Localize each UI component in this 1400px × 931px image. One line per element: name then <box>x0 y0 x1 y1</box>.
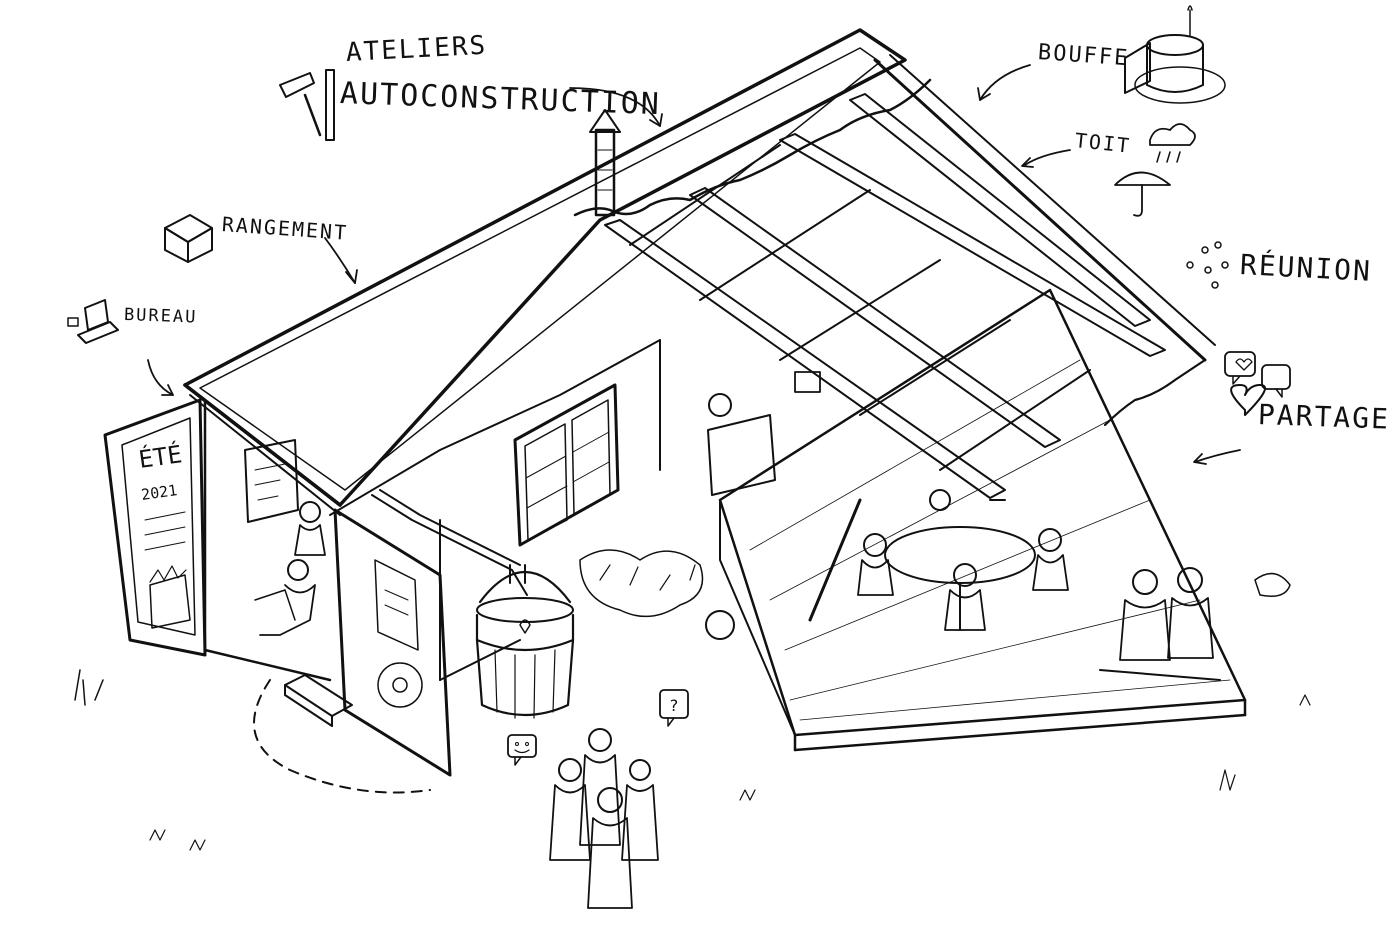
rain-umbrella-icon <box>1114 123 1196 217</box>
people-office <box>254 501 326 636</box>
rain-tank <box>371 489 575 719</box>
pergola-roof <box>573 54 1216 622</box>
right-door <box>333 508 452 777</box>
left-door: ÉTÉ 2021 <box>103 398 207 657</box>
dots-icon <box>1186 241 1229 289</box>
kitchen <box>707 371 821 496</box>
bench-group <box>1099 567 1221 681</box>
label-partage: PARTAGE <box>1257 398 1391 436</box>
door-year: 2021 <box>140 481 178 504</box>
hammer-tools-icon <box>279 69 335 141</box>
question-bubble-text: ? <box>669 696 679 715</box>
cake-icon <box>1124 5 1226 104</box>
dining-group <box>857 489 1069 631</box>
wall-poster <box>244 439 299 523</box>
speech-bubbles: ? <box>507 689 689 766</box>
people-group-bottom <box>549 728 659 909</box>
door-swing-arc <box>253 679 431 794</box>
chimney <box>589 109 621 217</box>
grass <box>74 669 1311 851</box>
label-bureau: BUREAU <box>123 305 198 328</box>
box-icon <box>164 214 213 263</box>
leader-arrows <box>147 64 1241 465</box>
computer-icon <box>67 299 119 344</box>
main-walls <box>203 339 661 682</box>
label-reunion: RÉUNION <box>1239 248 1373 288</box>
deck <box>718 288 1247 752</box>
plants <box>579 549 1291 640</box>
entry-step <box>284 674 353 727</box>
door-title: ÉTÉ <box>137 439 184 474</box>
chat-heart-icon <box>1224 351 1291 416</box>
window <box>513 383 620 547</box>
